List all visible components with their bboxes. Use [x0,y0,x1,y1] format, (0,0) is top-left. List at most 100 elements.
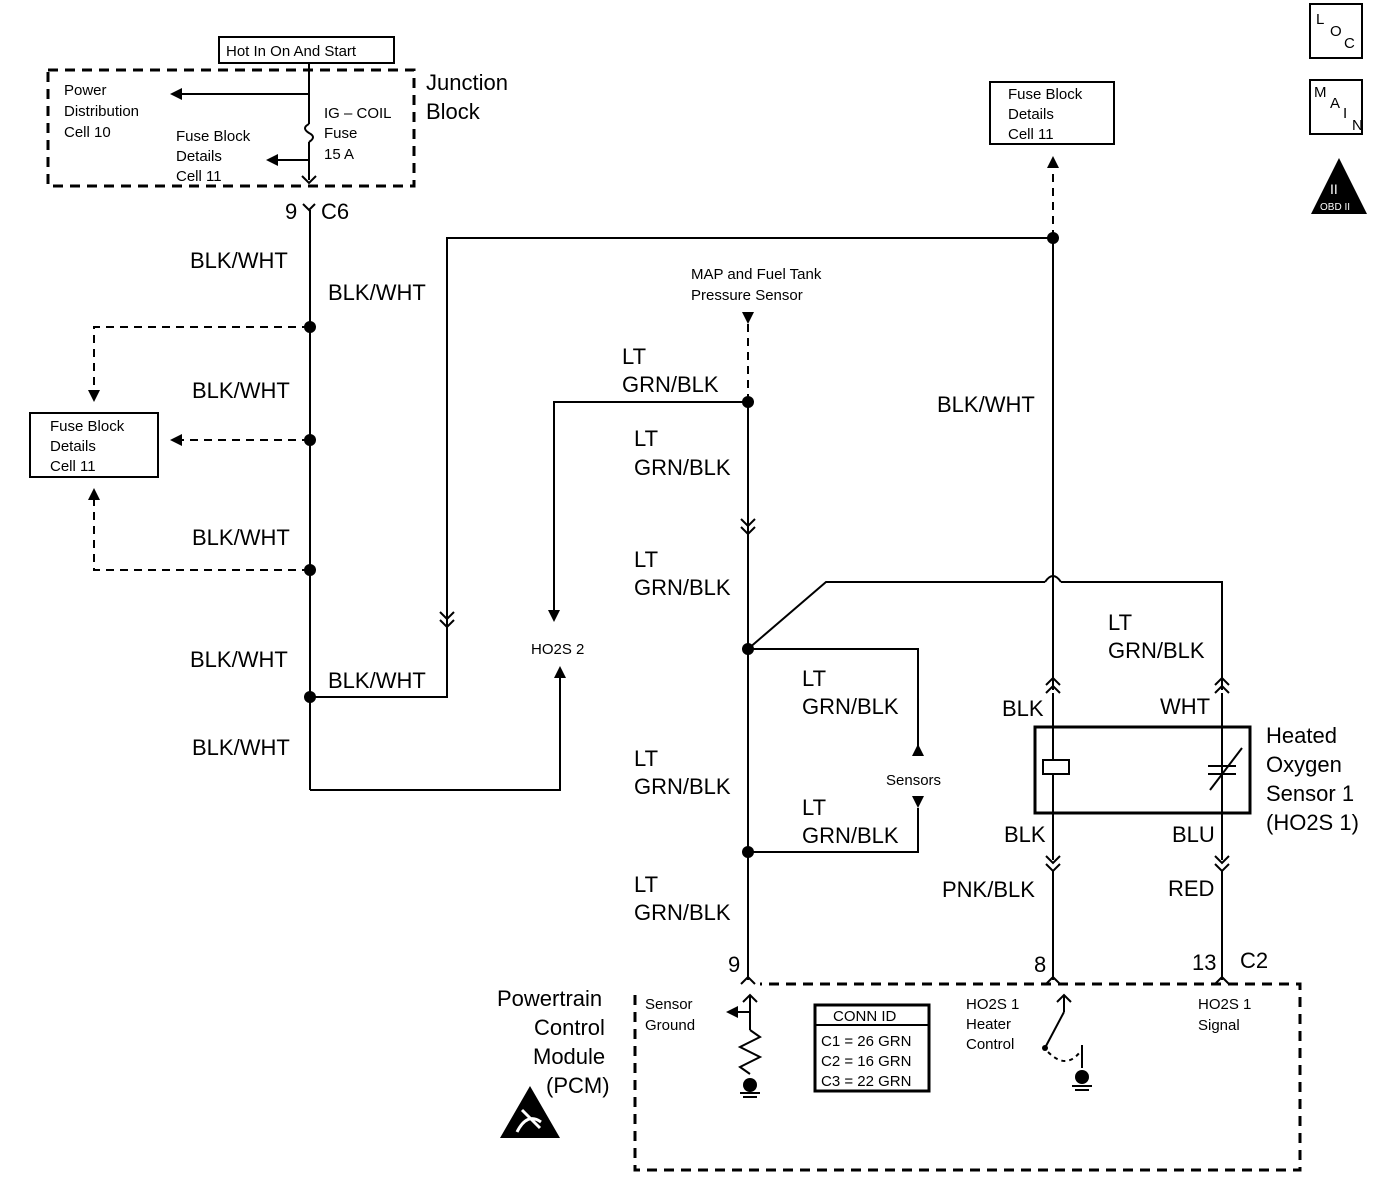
svg-text:Sensor: Sensor [645,996,693,1013]
svg-text:MAP and Fuel Tank: MAP and Fuel Tank [691,266,822,283]
svg-text:Oxygen: Oxygen [1266,752,1342,777]
svg-text:Details: Details [176,148,222,165]
wire-label-lt-grn-blk: LT GRN/BLK [1108,610,1205,663]
wire-label-lt-grn-blk: LT GRN/BLK [634,872,731,925]
svg-text:O: O [1330,23,1342,40]
svg-text:GRN/BLK: GRN/BLK [634,455,731,480]
pcm-pin-8: 8 [1034,952,1046,977]
svg-text:GRN/BLK: GRN/BLK [622,372,719,397]
svg-text:C2 = 16 GRN: C2 = 16 GRN [821,1053,911,1070]
svg-text:HO2S 1: HO2S 1 [966,996,1019,1013]
wire-label-blk-wht: BLK/WHT [190,647,288,672]
svg-text:Heated: Heated [1266,723,1337,748]
wire-label-blk-wht: BLK/WHT [192,525,290,550]
wire-label-blk: BLK [1004,822,1046,847]
svg-text:GRN/BLK: GRN/BLK [1108,638,1205,663]
svg-text:Module: Module [533,1044,605,1069]
svg-text:LT: LT [634,426,658,451]
obd-ii-icon: II OBD II [1311,158,1367,214]
left-fuse-dashes [88,326,310,571]
left-fuse-block-box[interactable]: Fuse Block Details Cell 11 [29,412,159,478]
sensors-label: Sensors [886,772,941,789]
svg-text:Powertrain: Powertrain [497,986,602,1011]
svg-text:Cell 11: Cell 11 [1008,126,1054,143]
sensor-ground-icon [726,993,763,1098]
svg-text:Junction: Junction [426,70,508,95]
ig-coil-fuse-icon [170,63,317,185]
heater-control-switch-icon [1042,993,1092,1091]
map-fuel-tank-sensor: MAP and Fuel Tank Pressure Sensor [691,266,822,402]
svg-text:HO2S 1: HO2S 1 [1198,996,1251,1013]
svg-text:C6: C6 [321,199,349,224]
pcm-pin-9: 9 [728,952,740,977]
wire-label-red: RED [1168,876,1214,901]
heated-oxygen-sensor-1: Heated Oxygen Sensor 1 (HO2S 1) [1033,693,1359,860]
wire-label-blk: BLK [1002,696,1044,721]
wire-label-lt-grn-blk: LT GRN/BLK [634,746,731,799]
wire-label-blu: BLU [1172,822,1215,847]
wire-label-lt-grn-blk: LT GRN/BLK [634,547,731,600]
svg-text:(HO2S 1): (HO2S 1) [1266,810,1359,835]
svg-text:Details: Details [1008,106,1054,123]
svg-text:I: I [1343,105,1347,122]
svg-text:Distribution: Distribution [64,103,139,120]
wire-label-blk-wht: BLK/WHT [328,668,426,693]
esd-sensitive-icon [500,1086,560,1138]
svg-text:A: A [1330,95,1340,112]
wire-label-blk-wht: BLK/WHT [190,248,288,273]
svg-text:CONN ID: CONN ID [833,1008,897,1025]
svg-text:Fuse Block: Fuse Block [1008,86,1083,103]
wire-label-lt-grn-blk: LT GRN/BLK [802,795,899,848]
svg-text:Ground: Ground [645,1017,695,1034]
pcm-module: Powertrain Control Module (PCM) Sensor G… [497,982,1302,1172]
svg-text:II: II [1330,181,1338,197]
svg-text:GRN/BLK: GRN/BLK [634,900,731,925]
svg-text:GRN/BLK: GRN/BLK [634,774,731,799]
svg-text:Cell 10: Cell 10 [64,124,111,141]
wire-label-blk-wht: BLK/WHT [328,280,426,305]
svg-text:Heater: Heater [966,1016,1011,1033]
wire-label-lt-grn-blk: LT GRN/BLK [634,426,731,480]
svg-text:C3 = 22 GRN: C3 = 22 GRN [821,1073,911,1090]
svg-text:LT: LT [634,547,658,572]
wire-label-blk-wht: BLK/WHT [937,392,1035,417]
svg-text:Fuse: Fuse [324,125,357,142]
ho2s2-label: HO2S 2 [531,641,584,658]
svg-text:Sensor 1: Sensor 1 [1266,781,1354,806]
hot-in-on-and-start-label: Hot In On And Start [218,36,395,64]
loc-icon[interactable]: L O C [1309,3,1363,59]
svg-text:GRN/BLK: GRN/BLK [802,823,899,848]
svg-text:Signal: Signal [1198,1017,1240,1034]
svg-text:LT: LT [1108,610,1132,635]
svg-text:OBD II: OBD II [1320,202,1350,213]
connector-c2: C2 [1240,948,1268,973]
svg-text:M: M [1314,84,1327,101]
svg-text:LT: LT [622,344,646,369]
conn-id-table: CONN ID C1 = 26 GRN C2 = 16 GRN C3 = 22 … [813,1003,931,1093]
svg-text:LT: LT [802,795,826,820]
svg-text:Power: Power [64,82,107,99]
svg-text:GRN/BLK: GRN/BLK [634,575,731,600]
svg-text:Cell 11: Cell 11 [176,168,222,185]
wire-label-lt-grn-blk: LT GRN/BLK [622,344,719,397]
wire-label-blk-wht: BLK/WHT [192,735,290,760]
svg-text:Control: Control [534,1015,605,1040]
svg-text:GRN/BLK: GRN/BLK [802,694,899,719]
svg-text:Block: Block [426,99,481,124]
wire-label-lt-grn-blk: LT GRN/BLK [802,666,899,719]
svg-text:Fuse Block: Fuse Block [50,418,125,435]
svg-text:Fuse Block: Fuse Block [176,128,251,145]
svg-text:LT: LT [634,746,658,771]
wire-label-wht: WHT [1160,694,1210,719]
svg-text:LT: LT [634,872,658,897]
svg-text:N: N [1352,117,1363,134]
svg-text:9: 9 [285,199,297,224]
right-fuse-block-box[interactable]: Fuse Block Details Cell 11 [989,81,1115,145]
pcm-pin-13: 13 [1192,950,1216,975]
svg-text:Hot In On And Start: Hot In On And Start [226,43,357,60]
main-icon[interactable]: M A I N [1309,79,1363,135]
svg-text:Control: Control [966,1036,1014,1053]
svg-text:L: L [1316,11,1324,28]
svg-text:15 A: 15 A [324,146,354,163]
